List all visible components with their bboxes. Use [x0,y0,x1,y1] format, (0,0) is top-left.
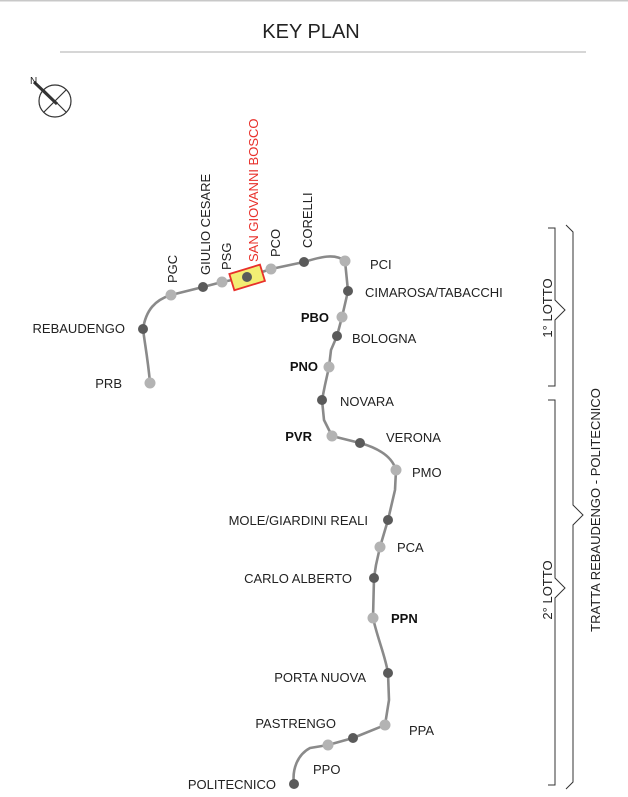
station-dot [289,779,299,789]
shaft-dot [336,311,348,323]
section-label: TRATTA REBAUDENGO - POLITECNICO [588,388,603,632]
shaft-dot [265,263,277,275]
metro-line [141,255,398,786]
north-compass-icon: N [30,76,72,118]
station-dot [332,331,342,341]
station-mole-giardini-reali: MOLE/GIARDINI REALI [229,513,393,528]
station-politecnico: POLITECNICO [188,777,299,792]
station-dot [383,668,393,678]
station-label: GIULIO CESARE [198,174,213,275]
station-pca: PCA [374,540,424,555]
station-label: PCI [370,257,392,272]
lot-1-label: 1° LOTTO [540,278,555,337]
station-dot [242,272,252,282]
shaft-dot [216,276,228,288]
station-dot [369,573,379,583]
station-dot [355,438,365,448]
station-dot [383,515,393,525]
page-title: KEY PLAN [262,21,359,43]
station-label: CIMAROSA/TABACCHI [365,285,503,300]
shaft-dot [379,719,391,731]
station-bologna: BOLOGNA [332,331,417,346]
station-label: BOLOGNA [352,331,417,346]
station-label: PASTRENGO [255,716,336,731]
station-dot [317,395,327,405]
shaft-dot [144,377,156,389]
station-label: PSG [219,243,234,270]
station-giulio-cesare: GIULIO CESARE [198,174,213,292]
station-label: PNO [290,359,318,374]
station-pno: PNO [290,359,335,374]
station-dot [299,257,309,267]
station-pci: PCI [339,255,392,272]
station-label: PCA [397,540,424,555]
station-label: PMO [412,465,442,480]
station-carlo-alberto: CARLO ALBERTO [244,571,379,586]
station-label: VERONA [386,430,441,445]
station-rebaudengo: REBAUDENGO [33,321,148,336]
shaft-dot [326,430,338,442]
station-prb: PRB [95,376,156,391]
station-dot [348,733,358,743]
shaft-dot [322,739,334,751]
station-label: REBAUDENGO [33,321,125,336]
station-dot [138,324,148,334]
station-san-giovanni-bosco: SAN GIOVANNI BOSCO [228,118,267,292]
shaft-dot [390,464,402,476]
station-pvr: PVR [285,429,338,444]
station-label: NOVARA [340,394,394,409]
station-label: CARLO ALBERTO [244,571,352,586]
station-novara: NOVARA [317,394,394,409]
station-ppo: PPO [313,739,340,777]
station-porta-nuova: PORTA NUOVA [274,668,393,685]
station-ppn: PPN [367,611,418,626]
station-label: SAN GIOVANNI BOSCO [246,118,261,262]
station-label: PPO [313,762,340,777]
north-label: N [30,76,37,87]
station-label: PVR [285,429,312,444]
station-label: PCO [268,229,283,257]
station-psg: PSG [216,243,234,288]
station-dot [343,286,353,296]
shaft-dot [165,289,177,301]
station-pbo: PBO [301,310,348,325]
station-label: CORELLI [300,192,315,248]
station-cimarosa-tabacchi: CIMAROSA/TABACCHI [343,285,503,300]
stations-layer: PRB REBAUDENGO PGC GIULIO CESARE PSG SAN GIOV… [33,118,503,792]
station-pmo: PMO [390,464,442,480]
station-label: PGC [165,255,180,283]
shaft-dot [374,541,386,553]
station-label: PBO [301,310,329,325]
shaft-dot [339,255,351,267]
station-label: MOLE/GIARDINI REALI [229,513,368,528]
station-pco: PCO [265,229,283,275]
station-dot [198,282,208,292]
station-label: PRB [95,376,122,391]
station-label: PPN [391,611,418,626]
lot-brackets [548,224,584,790]
station-verona: VERONA [355,430,441,448]
station-corelli: CORELLI [299,192,315,267]
station-label: PPA [409,723,434,738]
station-ppa: PPA [379,719,434,738]
station-label: POLITECNICO [188,777,276,792]
shaft-dot [323,361,335,373]
lot-2-label: 2° LOTTO [540,560,555,619]
station-pastrengo: PASTRENGO [255,716,358,743]
station-pgc: PGC [165,255,180,301]
shaft-dot [367,612,379,624]
station-label: PORTA NUOVA [274,670,366,685]
